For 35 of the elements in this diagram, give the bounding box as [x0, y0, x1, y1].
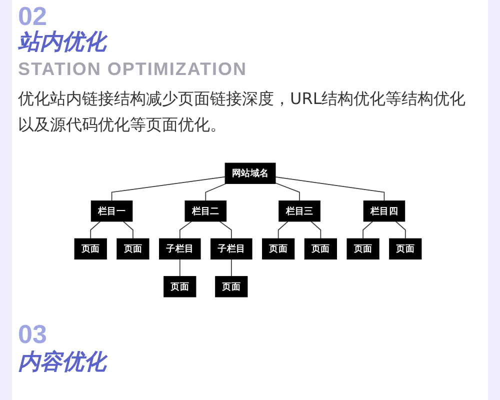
node-box: 页面	[74, 238, 107, 260]
node-box: 子栏目	[210, 238, 252, 260]
connector	[310, 220, 322, 240]
connector	[275, 182, 300, 202]
node-box: 网站域名	[224, 162, 276, 184]
connector	[395, 220, 406, 240]
node-box: 栏目四	[363, 200, 406, 222]
connector	[230, 258, 232, 277]
connector	[179, 258, 180, 277]
body-paragraph: 优化站内链接结构减少页面链接深度，URL结构优化等结构优化以及源代码优化等页面优化。	[18, 88, 467, 136]
connector	[111, 176, 226, 202]
connector	[205, 183, 226, 202]
connector	[90, 220, 101, 240]
connector	[179, 220, 192, 240]
connector	[219, 220, 232, 240]
node-box: 栏目一	[90, 200, 133, 222]
node-box: 子栏目	[159, 238, 201, 260]
section-subtitle: STATION OPTIMIZATION	[18, 58, 247, 80]
section-heading: 内容优化	[18, 350, 106, 376]
connector	[362, 220, 374, 240]
node-box: 页面	[304, 238, 337, 260]
section-heading: 站内优化	[18, 30, 106, 56]
connector	[275, 176, 385, 202]
section-number: 02	[18, 2, 47, 30]
connector	[122, 220, 134, 240]
node-box: 栏目二	[184, 200, 227, 222]
node-box: 页面	[164, 276, 196, 298]
section-number: 03	[18, 320, 47, 348]
connector	[278, 220, 288, 240]
node-box: 页面	[116, 238, 150, 260]
node-box: 页面	[346, 238, 380, 260]
node-box: 页面	[389, 238, 422, 260]
node-box: 栏目三	[278, 200, 320, 222]
node-box: 页面	[215, 276, 248, 298]
node-box: 页面	[262, 238, 295, 260]
